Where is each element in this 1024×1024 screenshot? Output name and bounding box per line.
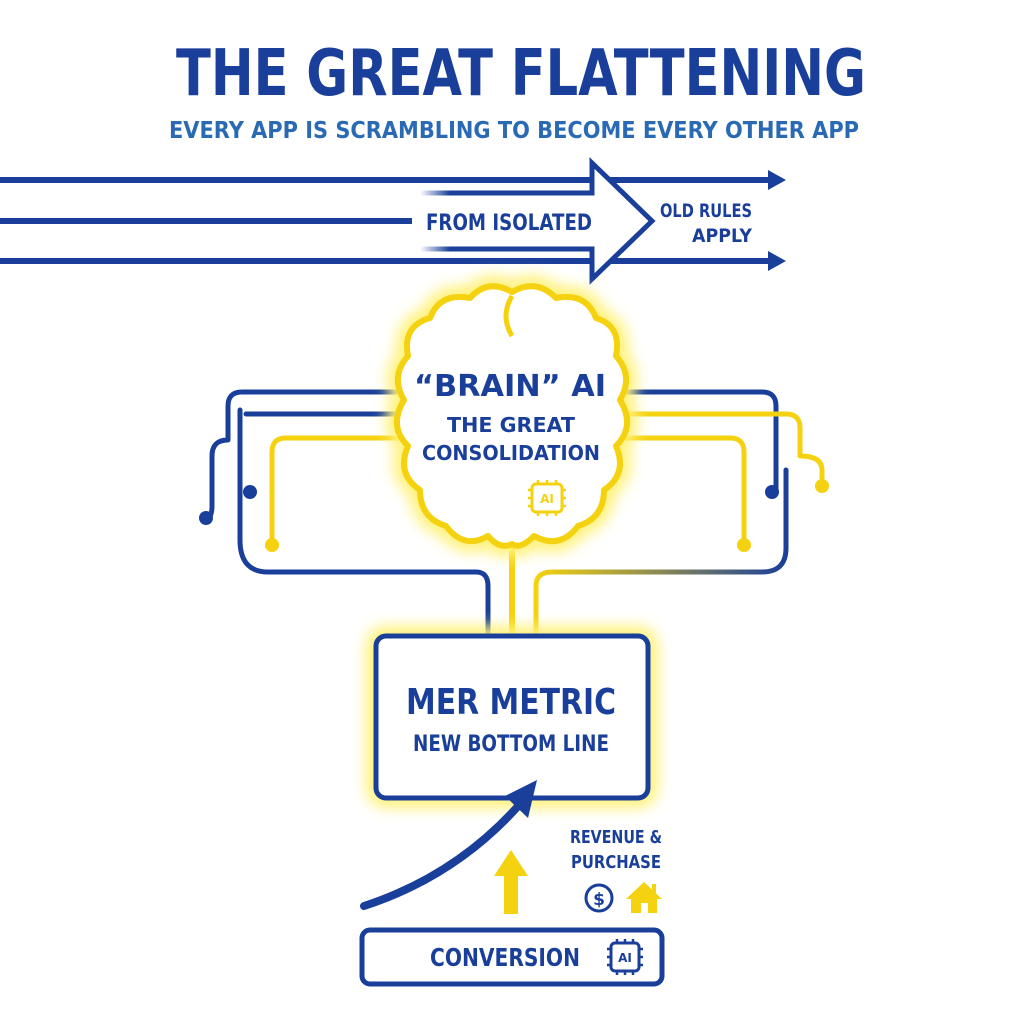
revenue-group: REVENUE & PURCHASE $ (570, 827, 662, 913)
up-arrow-icon (494, 850, 528, 914)
brain-outline (394, 283, 630, 549)
left-inner-navy-trace (237, 407, 491, 639)
flow-arrow-outline (420, 157, 656, 285)
brain-title: “BRAIN” AI (414, 369, 606, 404)
brain-ai-chip-label: AI (540, 492, 554, 506)
right-outer-navy-trace (619, 389, 779, 495)
left-circuit-nodes (199, 485, 279, 552)
right-circuit (533, 389, 825, 639)
growth-curve-arrow (360, 780, 537, 910)
page-title: THE GREAT FLATTENING (176, 37, 866, 111)
right-yellow-outer-trace (627, 411, 825, 487)
left-node-2 (243, 485, 257, 499)
brain-line1: THE GREAT (447, 413, 575, 437)
growth-curve-arrowhead (505, 780, 537, 818)
flow-right-label-line1: OLD RULES (660, 200, 752, 222)
right-lower-trace (533, 467, 789, 639)
left-node-3 (265, 538, 279, 552)
metric-box: MER METRIC NEW BOTTOM LINE (366, 626, 658, 808)
flow-line-bottom-arrowhead (768, 251, 786, 271)
metric-subtitle: NEW BOTTOM LINE (413, 732, 609, 757)
dollar-icon-symbol: $ (593, 890, 605, 910)
right-circuit-nodes (737, 479, 829, 552)
flow-left-label: FROM ISOLATED (426, 211, 592, 236)
metric-title: MER METRIC (406, 682, 616, 723)
house-icon (626, 882, 662, 913)
right-node-2 (815, 479, 829, 493)
right-yellow-inner-trace (613, 435, 747, 543)
left-node-1 (199, 511, 213, 525)
flow-line-top-arrowhead (768, 170, 786, 190)
left-yellow-trace (269, 435, 415, 543)
flow-arrow-group: FROM ISOLATED OLD RULES APPLY (0, 157, 786, 285)
conversion-ai-chip-label: AI (618, 951, 632, 965)
dollar-icon: $ (584, 883, 614, 913)
conversion-ai-chip-icon: AI (607, 939, 643, 975)
left-outer-navy-trace (203, 389, 399, 521)
brain-ai-chip-icon: AI (528, 480, 566, 516)
conversion-box-outline (359, 927, 665, 987)
revenue-line1: REVENUE & (570, 827, 662, 848)
page-subtitle: EVERY APP IS SCRAMBLING TO BECOME EVERY … (169, 118, 859, 144)
right-node-3 (737, 538, 751, 552)
brain-shape: “BRAIN” AI THE GREAT CONSOLIDATION AI (386, 275, 638, 557)
flow-right-label-line2: APPLY (692, 225, 752, 247)
brain-center-fold (503, 294, 515, 338)
right-node-1 (765, 485, 779, 499)
conversion-label: CONVERSION (430, 943, 580, 972)
growth-curve-line (360, 800, 524, 910)
revenue-line2: PURCHASE (571, 852, 661, 873)
conversion-box: CONVERSION AI (359, 927, 665, 987)
brain-line2: CONSOLIDATION (422, 441, 600, 465)
